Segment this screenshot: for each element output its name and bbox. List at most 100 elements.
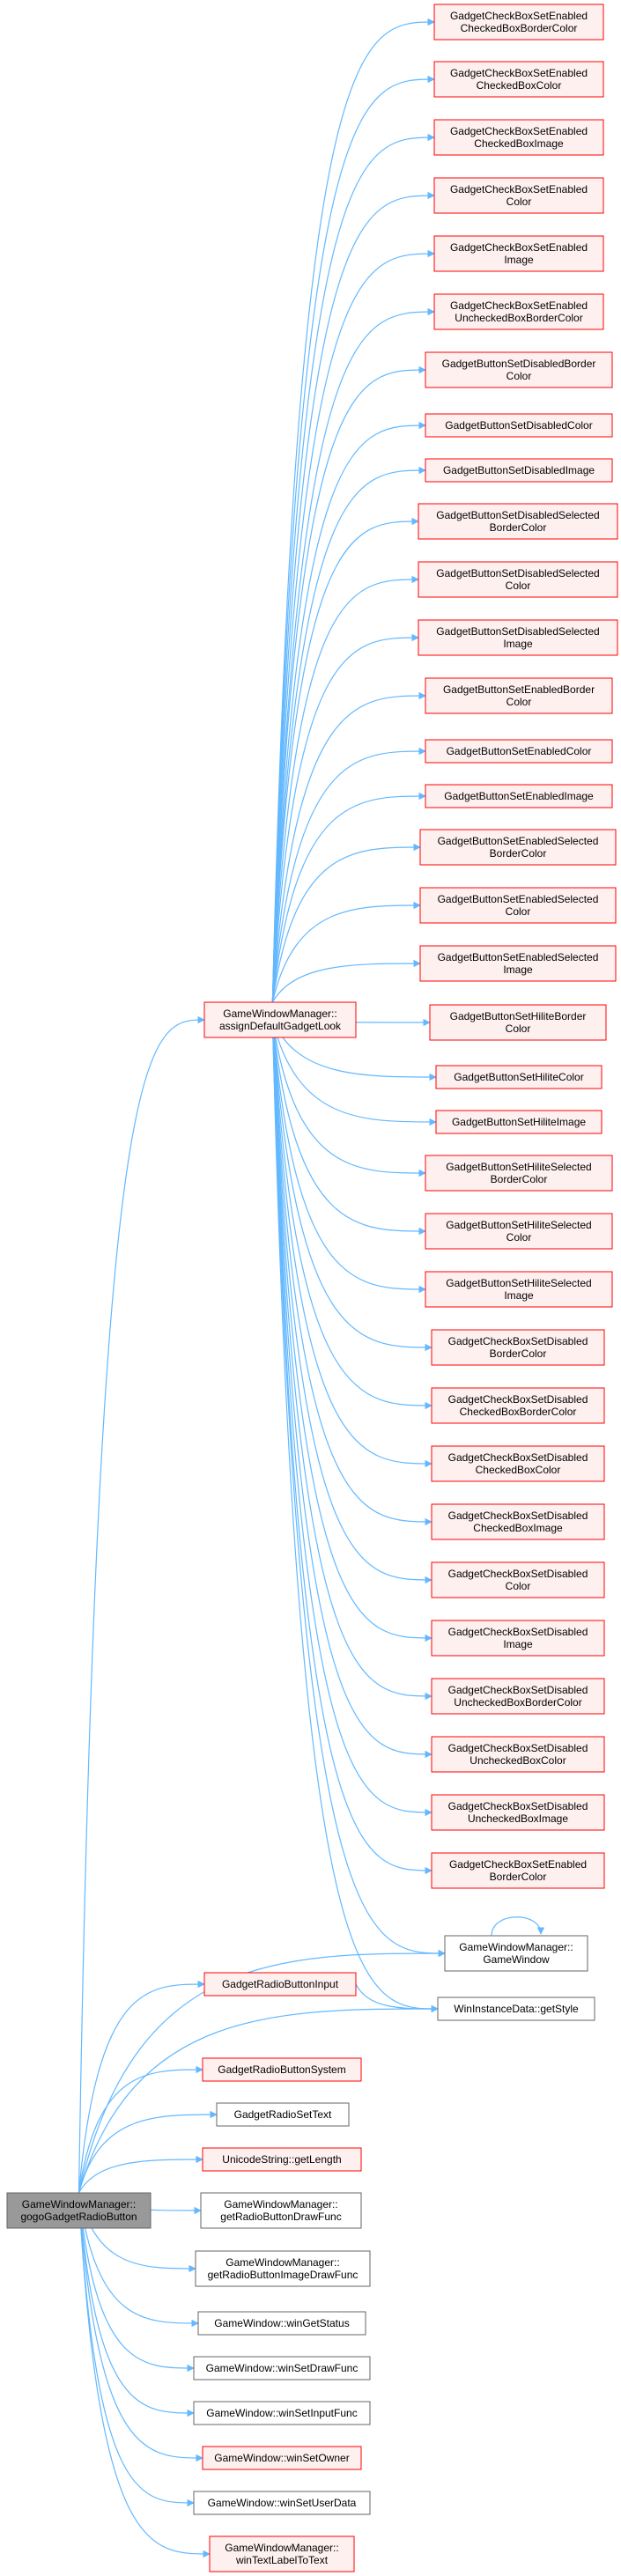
node-cb_dis_checked_border[interactable]: GadgetCheckBoxSetDisabledCheckedBoxBorde… xyxy=(431,1387,605,1424)
edge-assign-to-cb_dis_checked_color xyxy=(271,1019,432,1468)
edge-assign-to-cb_en_border xyxy=(271,1019,432,1875)
node-win_text_label[interactable]: GameWindowManager::winTextLabelToText xyxy=(209,2535,355,2572)
node-btn_dis_image[interactable]: GadgetButtonSetDisabledImage xyxy=(425,458,613,483)
node-gwm_gamewindow[interactable]: GameWindowManager::GameWindow xyxy=(444,1935,588,1972)
node-layer: GameWindowManager::gogoGadgetRadioButton… xyxy=(6,4,618,2572)
node-label-line: UncheckedBoxColor xyxy=(469,1754,566,1767)
edge-assign-to-btn_hi_image xyxy=(271,1019,437,1126)
node-box xyxy=(429,1004,607,1041)
edge-gogo-to-win_set_draw xyxy=(78,2192,195,2373)
node-unicode_len[interactable]: UnicodeString::getLength xyxy=(202,2147,362,2172)
node-cb_en_checked_border[interactable]: GadgetCheckBoxSetEnabledCheckedBoxBorder… xyxy=(433,4,604,41)
node-get_radio_draw[interactable]: GameWindowManager::getRadioButtonDrawFun… xyxy=(200,2192,362,2229)
node-label-line: BorderColor xyxy=(490,1347,547,1360)
node-box xyxy=(425,1271,613,1308)
node-radio_set_text[interactable]: GadgetRadioSetText xyxy=(216,2102,350,2127)
node-box xyxy=(197,2311,366,2336)
node-win_set_user[interactable]: GameWindow::winSetUserData xyxy=(193,2491,371,2515)
node-win_set_owner[interactable]: GameWindow::winSetOwner xyxy=(202,2446,362,2470)
node-box xyxy=(200,2192,362,2229)
node-btn_hi_image[interactable]: GadgetButtonSetHiliteImage xyxy=(435,1110,603,1134)
node-label-line: GadgetButtonSetEnabledSelected xyxy=(438,951,599,963)
node-assign[interactable]: GameWindowManager::assignDefaultGadgetLo… xyxy=(203,1001,357,1038)
node-box xyxy=(193,2491,371,2515)
node-box xyxy=(433,119,604,156)
node-btn_dis_color[interactable]: GadgetButtonSetDisabledColor xyxy=(425,413,613,438)
node-label-line: Color xyxy=(506,370,532,382)
node-win_set_input[interactable]: GameWindow::winSetInputFunc xyxy=(193,2401,371,2425)
node-btn_en_image[interactable]: GadgetButtonSetEnabledImage xyxy=(425,784,613,808)
edge-assign-to-btn_en_color xyxy=(271,747,426,1003)
node-btn_dis_sel_border[interactable]: GadgetButtonSetDisabledSelectedBorderCol… xyxy=(418,503,618,540)
edge-radio_input-to-get_style xyxy=(355,1983,439,2013)
edge-assign-to-cb_dis_image xyxy=(271,1019,432,1642)
node-radio_system[interactable]: GadgetRadioButtonSystem xyxy=(202,2057,362,2082)
node-btn_en_sel_border[interactable]: GadgetButtonSetEnabledSelectedBorderColo… xyxy=(419,829,617,866)
edge-gogo-to-win_set_input xyxy=(78,2192,195,2417)
node-box xyxy=(418,503,618,540)
node-radio_input[interactable]: GadgetRadioButtonInput xyxy=(203,1972,357,1997)
node-label-line: BorderColor xyxy=(490,1871,547,1883)
node-label-line: GadgetButtonSetHiliteBorder xyxy=(450,1010,587,1022)
node-label-line: GadgetButtonSetEnabledSelected xyxy=(438,893,599,905)
node-label-line: BorderColor xyxy=(491,1173,548,1185)
node-box xyxy=(418,561,618,598)
node-label-line: GadgetButtonSetDisabledSelected xyxy=(436,567,599,579)
node-label-line: BorderColor xyxy=(490,847,547,860)
node-label-line: Image xyxy=(503,638,533,650)
node-label-line: GadgetCheckBoxSetEnabled xyxy=(450,183,588,196)
node-label-line: GadgetCheckBoxSetEnabled xyxy=(450,10,588,22)
edge-assign-to-btn_en_sel_border xyxy=(271,843,421,1003)
edge-assign-to-cb_dis_unchecked_color xyxy=(271,1019,432,1759)
node-label-line: GadgetCheckBoxSetDisabled xyxy=(448,1568,588,1580)
edge-assign-to-cb_en_checked_image xyxy=(271,133,435,1003)
edge-assign-to-cb_en_checked_color xyxy=(271,75,435,1003)
node-box xyxy=(425,677,613,714)
node-get_radio_img_draw[interactable]: GameWindowManager::getRadioButtonImageDr… xyxy=(195,2250,371,2287)
edge-assign-to-cb_dis_unchecked_image xyxy=(271,1019,432,1817)
edge-assign-to-btn_dis_border xyxy=(271,365,426,1003)
node-cb_en_unchecked_border[interactable]: GadgetCheckBoxSetEnabledUncheckedBoxBord… xyxy=(433,293,604,330)
node-label-line: CheckedBoxColor xyxy=(477,79,562,92)
node-label-line: GadgetButtonSetEnabledBorder xyxy=(443,683,595,696)
node-box xyxy=(433,235,604,272)
node-win_get_status[interactable]: GameWindow::winGetStatus xyxy=(197,2311,366,2336)
node-cb_dis_unchecked_image[interactable]: GadgetCheckBoxSetDisabledUncheckedBoxIma… xyxy=(431,1794,605,1831)
node-btn_hi_color[interactable]: GadgetButtonSetHiliteColor xyxy=(435,1065,603,1089)
edge-assign-to-btn_hi_sel_image xyxy=(271,1019,426,1294)
node-get_style[interactable]: WinInstanceData::getStyle xyxy=(437,1997,595,2021)
node-cb_dis_unchecked_border[interactable]: GadgetCheckBoxSetDisabledUncheckedBoxBor… xyxy=(431,1678,605,1715)
edge-assign-to-cb_dis_unchecked_border xyxy=(271,1019,432,1701)
node-btn_en_color[interactable]: GadgetButtonSetEnabledColor xyxy=(425,739,613,764)
node-label-line: Color xyxy=(506,1231,532,1244)
node-win_set_draw[interactable]: GameWindow::winSetDrawFunc xyxy=(193,2356,371,2380)
node-box xyxy=(203,1001,357,1038)
node-label-line: Image xyxy=(504,254,534,266)
node-box xyxy=(433,61,604,98)
node-label-line: GadgetCheckBoxSetDisabled xyxy=(448,1800,588,1812)
node-box xyxy=(425,351,613,388)
node-box xyxy=(435,1110,603,1134)
node-cb_dis_unchecked_color[interactable]: GadgetCheckBoxSetDisabledUncheckedBoxCol… xyxy=(431,1736,605,1773)
edge-assign-to-btn_hi_sel_border xyxy=(271,1019,426,1177)
